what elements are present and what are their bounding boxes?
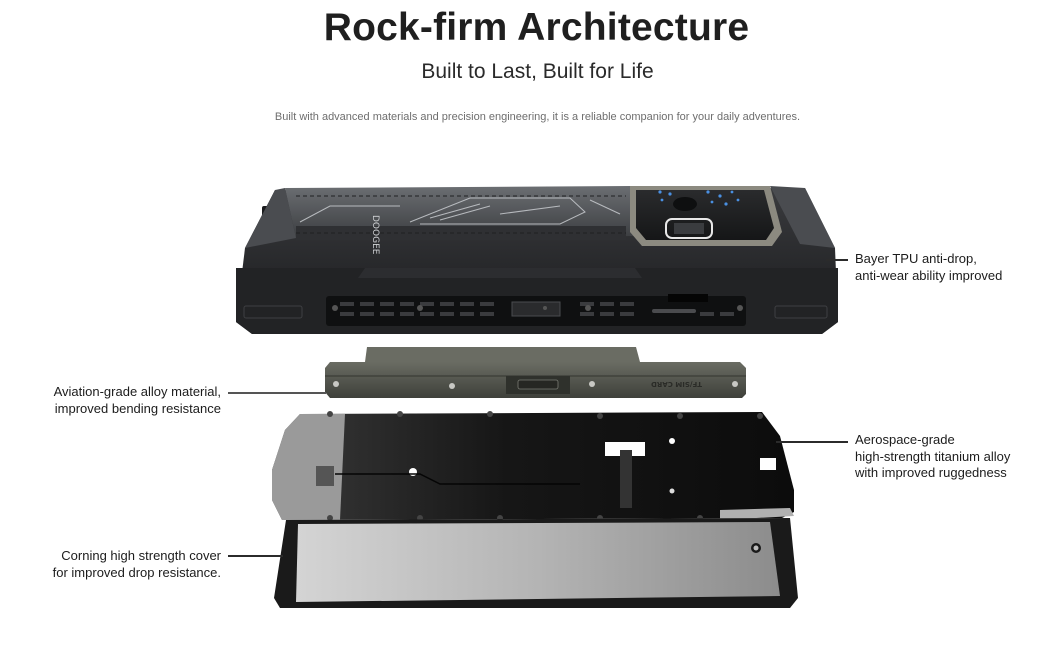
page-title: Rock-firm Architecture <box>323 6 750 49</box>
callout-line: for improved drop resistance. <box>52 564 221 580</box>
callout-line: with improved ruggedness <box>855 465 1007 480</box>
page-description: Built with advanced materials and precis… <box>274 111 801 123</box>
leader-line-alloy-frame <box>228 392 326 394</box>
callout-line: Bayer TPU anti-drop, <box>855 251 977 266</box>
callout-cover-glass: Corning high strength cover for improved… <box>0 548 221 581</box>
callout-back-shell: Bayer TPU anti-drop, anti-wear ability i… <box>855 251 1002 284</box>
callout-line: high-strength titanium alloy <box>855 448 1011 464</box>
leader-line-cover-glass <box>228 555 283 557</box>
page-subtitle: Built to Last, Built for Life <box>421 60 654 83</box>
titanium-mid-frame <box>272 411 794 521</box>
cover-glass-display <box>274 518 798 608</box>
callout-titanium-frame: Aerospace-grade high-strength titanium a… <box>855 432 1010 482</box>
back-shell: DOOGEE <box>236 186 838 334</box>
callout-line: Aviation-grade alloy material, <box>53 384 221 399</box>
side-alloy-bar: TF/SIM CARD <box>325 347 746 398</box>
callout-line: Corning high strength cover <box>61 548 221 563</box>
side-bar-label: TF/SIM CARD <box>651 380 702 388</box>
callout-line: anti-wear ability improved <box>855 267 1003 283</box>
callout-alloy-frame: Aviation-grade alloy material, improved … <box>0 384 221 417</box>
callout-line: Aerospace-grade <box>855 432 955 447</box>
callout-line: improved bending resistance <box>54 400 221 416</box>
brand-mark: DOOGEE <box>370 215 380 255</box>
leader-line-titanium-frame <box>776 441 848 443</box>
leader-line-back-shell <box>826 259 848 261</box>
